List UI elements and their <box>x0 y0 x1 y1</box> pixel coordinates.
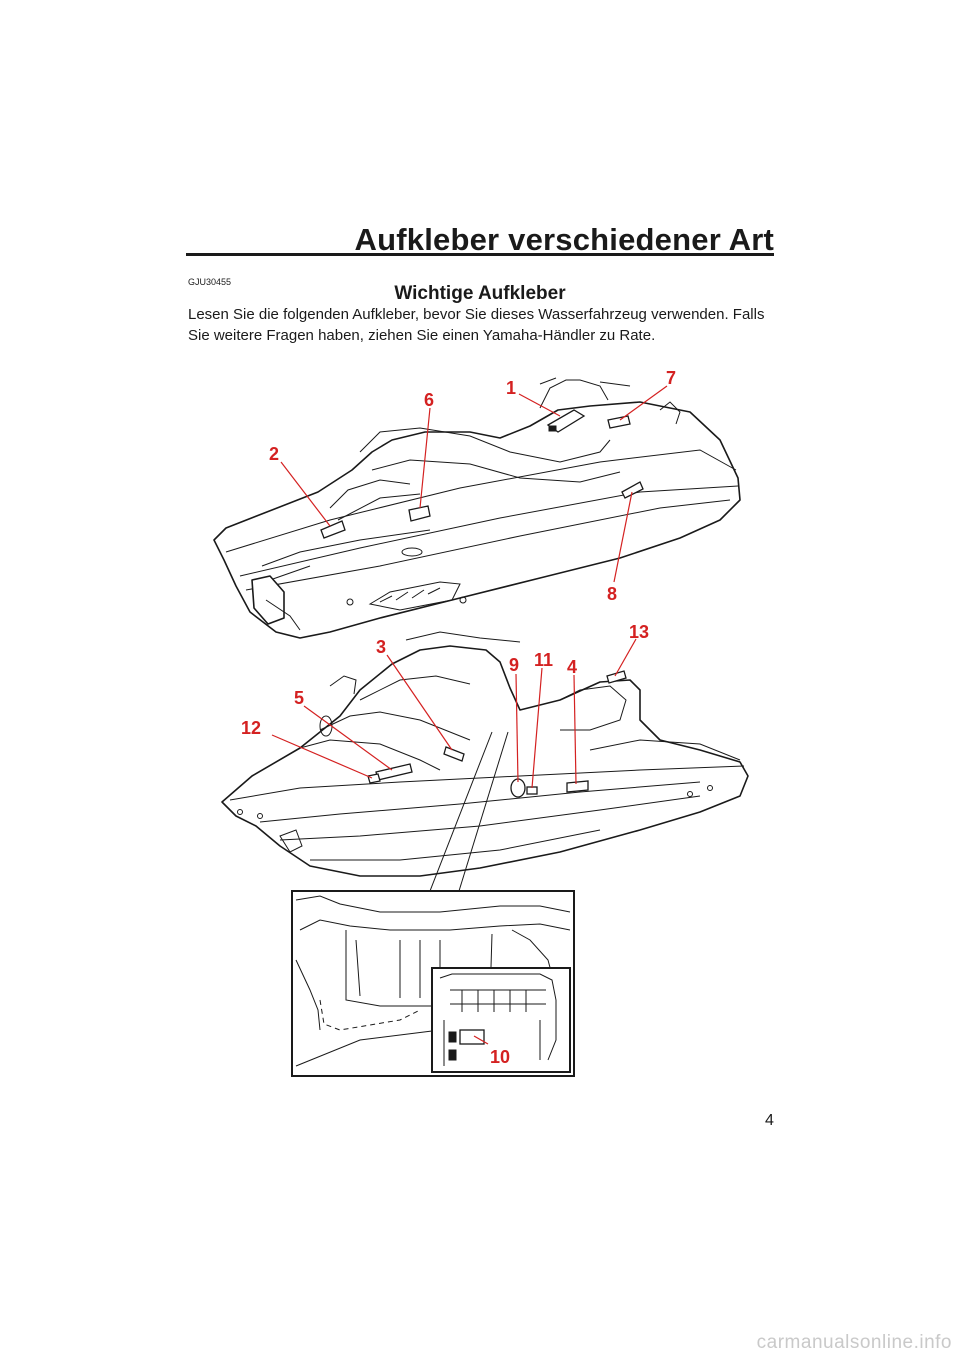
callout-leader-lines <box>271 385 668 1045</box>
callout-10: 10 <box>490 1047 510 1067</box>
watercraft-front-view-illustration <box>221 631 749 877</box>
decal-4 <box>566 780 589 793</box>
inset-label-a <box>448 1031 457 1043</box>
title-rule <box>186 253 774 256</box>
callout-numbers: 1 2 3 4 5 6 7 8 9 10 11 12 13 <box>241 368 676 1067</box>
watermark: carmanualsonline.info <box>756 1332 952 1353</box>
section-title: Wichtige Aufkleber <box>394 283 566 304</box>
decal-7 <box>607 415 631 429</box>
decal-2 <box>320 520 346 539</box>
page-title: Aufkleber verschiedener Art <box>354 222 774 257</box>
decal-12 <box>367 773 381 784</box>
watercraft-top-view-illustration <box>213 377 741 639</box>
callout-2: 2 <box>269 444 279 464</box>
callout-12: 12 <box>241 718 261 738</box>
intro-paragraph: Lesen Sie die folgenden Aufkleber, bevor… <box>188 306 765 344</box>
decal-1-detail <box>548 425 557 432</box>
page-number: 4 <box>765 1112 774 1129</box>
callout-3: 3 <box>376 637 386 657</box>
callout-11: 11 <box>534 650 553 670</box>
engine-compartment-detail-inset <box>291 731 575 1077</box>
document-code: GJU30455 <box>188 277 232 287</box>
callout-9: 9 <box>509 655 519 675</box>
callout-1: 1 <box>506 378 516 398</box>
decal-6 <box>408 505 431 522</box>
decal-11 <box>526 786 538 795</box>
callout-4: 4 <box>567 657 577 677</box>
decal-13 <box>606 670 627 684</box>
callout-8: 8 <box>607 584 617 604</box>
callout-13: 13 <box>629 622 649 642</box>
callout-6: 6 <box>424 390 434 410</box>
decal-3 <box>443 746 465 762</box>
decal-10 <box>459 1029 485 1045</box>
decal-8 <box>621 481 644 499</box>
callout-5: 5 <box>294 688 304 708</box>
callout-7: 7 <box>666 368 676 388</box>
inset-label-b <box>448 1049 457 1061</box>
